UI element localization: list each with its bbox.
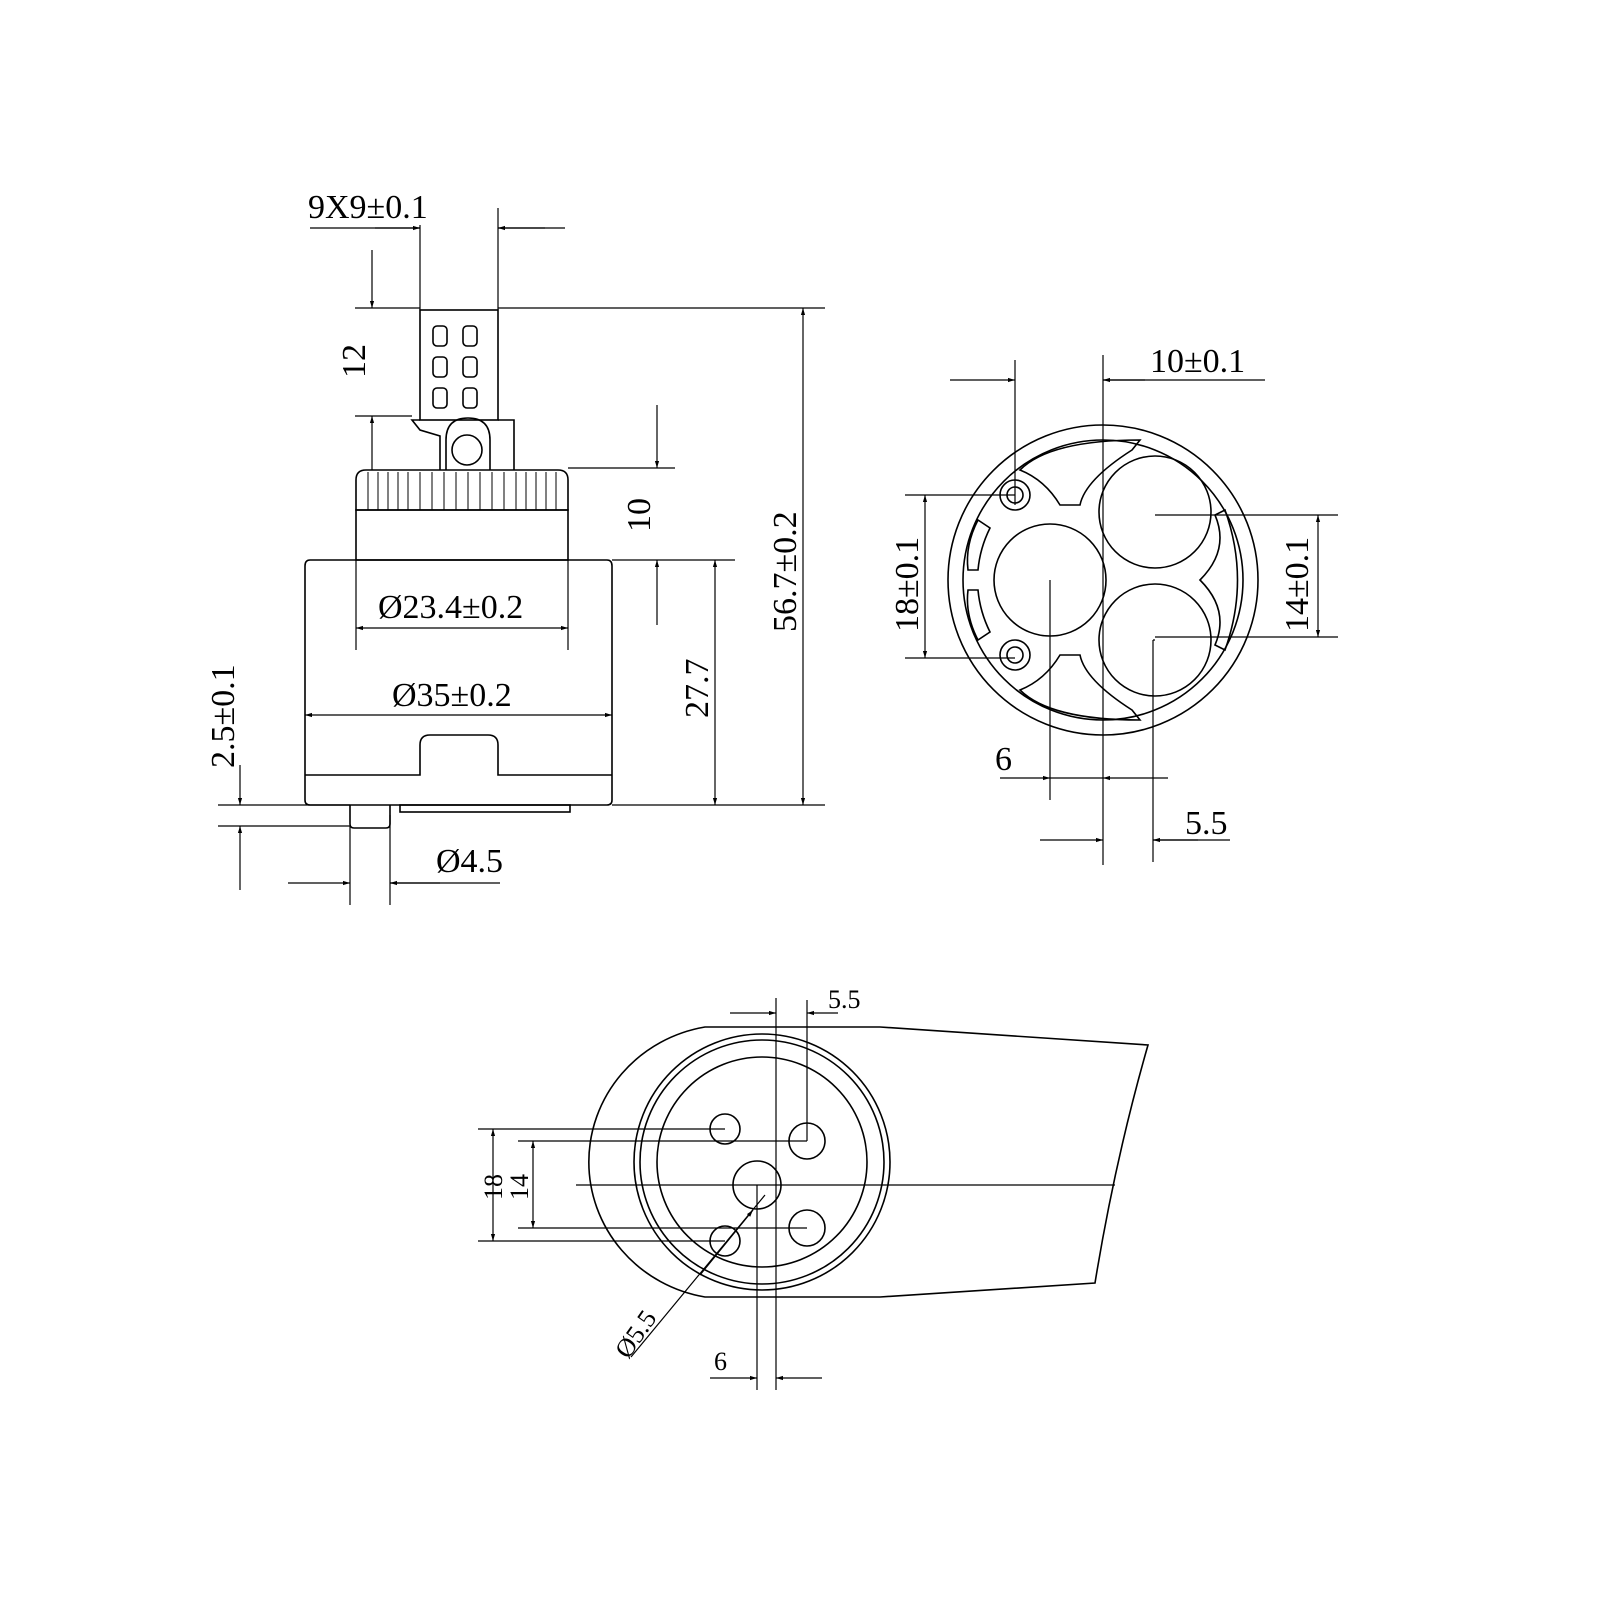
mounting-view: 5.5 18 14 Ø5.5 6	[478, 985, 1150, 1390]
dim-spacing-outer: 18±0.1	[889, 494, 1015, 659]
dim-mount-spacing-inner-label: 14	[505, 1174, 534, 1200]
dim-mount-offset-top-label: 5.5	[828, 985, 861, 1014]
dim-mount-hole-diameter-label: Ø5.5	[609, 1305, 662, 1364]
dim-pin-height: 2.5±0.1	[205, 664, 350, 890]
dim-pin-diameter-label: Ø4.5	[436, 843, 503, 880]
dim-spacing-inner: 14±0.1	[1155, 514, 1338, 638]
dim-ring-height: 10	[568, 405, 735, 625]
bottom-view: 10±0.1 18±0.1 14±0.1 6 5.5	[889, 343, 1338, 865]
dim-mount-offset-top: 5.5	[730, 985, 861, 1016]
port-lower	[1098, 583, 1212, 697]
port-upper	[1098, 455, 1212, 569]
dim-pin-diameter: Ø4.5	[288, 815, 503, 905]
dim-offset-top-label: 10±0.1	[1150, 343, 1245, 380]
dim-body-height: 27.7	[679, 560, 718, 805]
dim-offset-right: 5.5	[1040, 639, 1230, 862]
collar	[355, 509, 569, 561]
dim-total-height-label: 56.7±0.2	[767, 511, 804, 632]
dim-mount-offset-bottom: 6	[710, 1347, 822, 1381]
bottom-pins	[349, 804, 571, 829]
dim-pin-height-label: 2.5±0.1	[205, 664, 242, 768]
faucet-body-outline	[588, 1026, 1150, 1298]
dim-offset-right-label: 5.5	[1185, 805, 1228, 842]
body	[304, 559, 613, 806]
dim-spacing-outer-label: 18±0.1	[889, 537, 926, 632]
dim-body-diameter: Ø35±0.2	[305, 677, 612, 718]
dim-mount-spacing-outer: 18	[478, 1128, 725, 1242]
dim-spacing-inner-label: 14±0.1	[1279, 537, 1316, 632]
dim-total-height: 56.7±0.2	[498, 307, 825, 806]
dim-mount-hole-diameter: Ø5.5	[609, 1194, 766, 1364]
stem	[410, 309, 515, 470]
dim-stem-height-label: 12	[336, 344, 373, 378]
dim-stem-size-label: 9X9±0.1	[308, 189, 428, 226]
dim-mount-spacing-outer-label: 18	[479, 1174, 508, 1200]
dim-stem-size: 9X9±0.1	[308, 189, 565, 310]
dim-collar-diameter: Ø23.4±0.2	[355, 560, 569, 650]
side-view: 9X9±0.1 12 10 27.7 56.7±0.2 Ø23.4±0.2 Ø3…	[205, 189, 825, 905]
dim-body-diameter-label: Ø35±0.2	[392, 677, 512, 714]
dim-offset-top: 10±0.1	[950, 343, 1265, 865]
dim-stem-height: 12	[336, 250, 420, 470]
dim-offset-left: 6	[995, 580, 1168, 800]
knurled-ring	[355, 469, 569, 511]
dim-ring-height-label: 10	[621, 498, 658, 532]
dim-mount-spacing-inner: 14	[505, 1140, 807, 1229]
dim-offset-left-label: 6	[995, 741, 1012, 778]
dim-collar-diameter-label: Ø23.4±0.2	[378, 589, 523, 626]
dim-mount-offset-bottom-label: 6	[714, 1347, 727, 1376]
dim-body-height-label: 27.7	[679, 659, 716, 719]
